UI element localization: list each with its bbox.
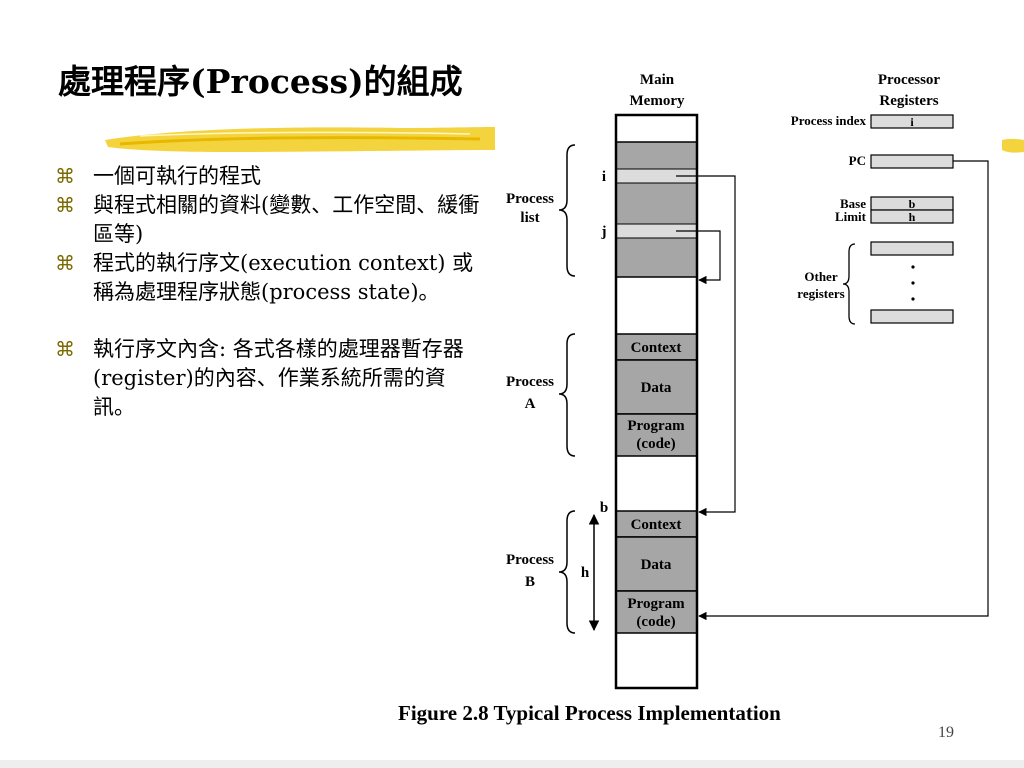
bullet-item: ⌘ 執行序文內含: 各式各樣的處理器暫存器(register)的內容、作業系統所… [55,335,485,422]
base-value: b [909,197,916,211]
bullet-icon: ⌘ [55,251,75,275]
process-a-label-line1: Process [506,374,554,390]
limit-label: Limit [835,209,867,224]
slide-title: 處理程序(Process)的組成 [58,62,463,101]
other-registers-label-line1: Other [804,269,837,284]
main-memory-column: Context Data Program (code) Context Data… [614,113,699,690]
bullet-item: ⌘ 與程式相關的資料(變數、工作空間、緩衝區等) [55,191,485,249]
processor-registers-label-line2: Registers [879,93,938,109]
process-list-entry-j-label: j [601,224,607,240]
process-a-program-block [615,413,698,457]
bullet-list: ⌘ 一個可執行的程式 ⌘ 與程式相關的資料(變數、工作空間、緩衝區等) ⌘ 程式… [55,162,485,422]
yellow-brush-stroke [105,127,1024,153]
pc-register [870,154,954,169]
bullet-text: 一個可執行的程式 [93,164,261,188]
process-list-entry-i-label: i [602,169,606,185]
process-index-register [870,114,954,129]
b-marker-label: b [600,500,608,516]
figure-caption: Figure 2.8 Typical Process Implementatio… [398,701,781,725]
other-register-top [870,241,954,256]
process-b-brace [558,510,576,634]
process-b-data-block [615,536,698,592]
bullet-icon: ⌘ [55,193,75,217]
bullet-text: 執行序文內含: 各式各樣的處理器暫存器(register)的內容、作業系統所需的… [93,337,464,419]
page-number: 19 [938,724,954,741]
process-index-label: Process index [791,113,867,128]
ellipsis-dot [911,265,915,269]
process-list-label-line2: list [520,210,539,226]
base-label: Base [840,196,866,211]
process-list-brace [558,144,576,277]
process-a-brace [558,333,576,457]
bullet-text: 與程式相關的資料(變數、工作空間、緩衝區等) [93,193,480,246]
limit-register [870,209,954,224]
process-a-data-label: Data [641,380,672,396]
other-registers-label-line2: registers [797,286,844,301]
process-a-label-line2: A [525,396,536,412]
other-registers-brace [842,243,856,325]
bullet-item: ⌘ 一個可執行的程式 [55,162,485,191]
main-memory-label-line1: Main [640,72,675,88]
process-a-program-label-line1: Program [627,418,685,434]
limit-value: h [909,210,916,224]
process-a-context-label: Context [631,340,682,356]
bullet-text: 程式的執行序文(execution context) 或稱為處理程序狀態(pro… [93,251,474,304]
main-memory-label-line2: Memory [630,93,685,109]
process-index-value: i [910,115,914,129]
process-b-label-line1: Process [506,552,554,568]
process-a-context-block [615,333,698,361]
process-list-label-line1: Process [506,191,554,207]
bullet-icon: ⌘ [55,164,75,188]
bottom-rule [0,760,1024,768]
process-b-context-label: Context [631,517,682,533]
ellipsis-dot [911,297,915,301]
ellipsis-dot [911,281,915,285]
process-a-program-label-line2: (code) [636,436,675,452]
process-list-region [616,142,697,277]
entry-i-pointer-arrow [676,175,736,517]
bullet-icon: ⌘ [55,337,75,361]
h-marker-label: h [581,565,590,581]
processor-registers-label-line1: Processor [878,72,941,88]
bullet-item: ⌘ 程式的執行序文(execution context) 或稱為處理程序狀態(p… [55,249,485,307]
other-register-bottom [870,309,954,324]
process-b-label-line2: B [525,574,535,590]
pc-pointer-arrow [698,160,989,621]
process-b-data-label: Data [641,557,672,573]
main-memory-outline [614,113,699,690]
entry-j-pointer-arrow [676,230,721,285]
process-b-program-label-line1: Program [627,596,685,612]
pc-label: PC [849,153,866,168]
process-a-data-block [615,359,698,415]
processor-registers: Process index i PC Base b Limit h Other … [791,113,954,325]
process-b-program-label-line2: (code) [636,614,675,630]
